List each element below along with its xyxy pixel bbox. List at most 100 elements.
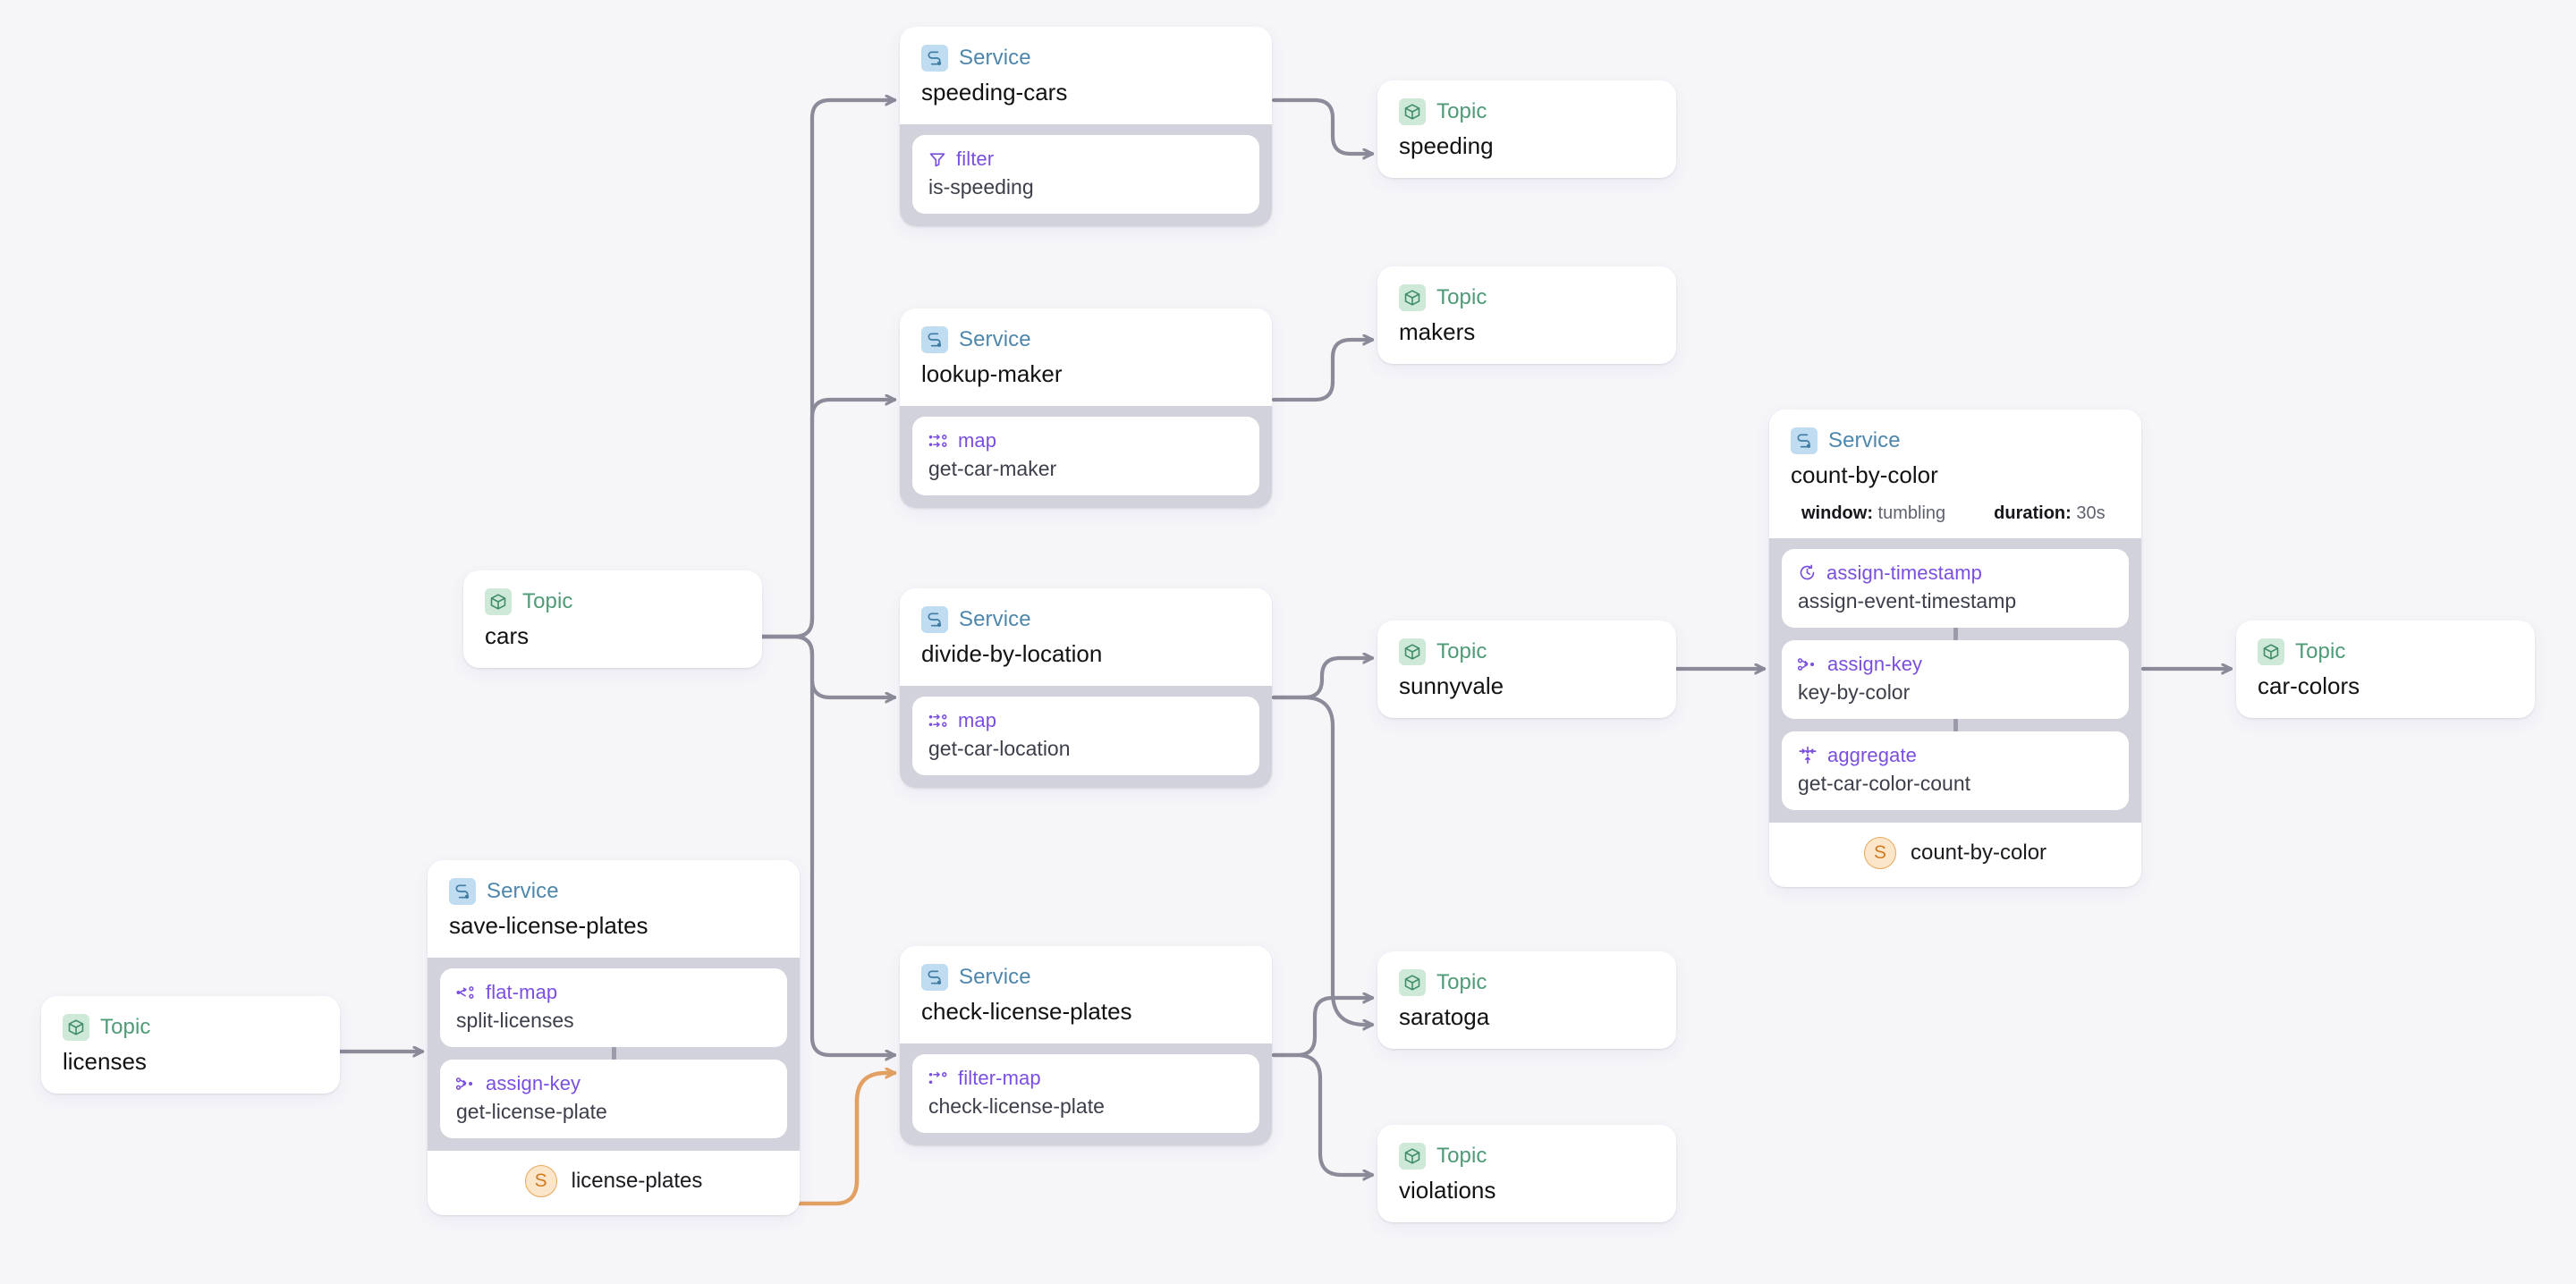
operator-kind: map xyxy=(958,708,997,731)
operator-name: assign-event-timestamp xyxy=(1798,588,2017,612)
operator-kind: map xyxy=(958,428,997,452)
node-kind-row: Service xyxy=(921,964,1250,991)
duration-meta: duration: 30s xyxy=(1994,503,2105,524)
operator-kind: aggregate xyxy=(1827,743,1917,766)
node-kind-label: Topic xyxy=(1436,639,1487,663)
node-name: cars xyxy=(485,622,530,649)
operator-item[interactable]: filter is-speeding xyxy=(912,134,1259,214)
node-kind-label: Topic xyxy=(1436,285,1487,309)
node-save-license-plates[interactable]: Service save-license-plates flat-map xyxy=(428,860,800,1215)
node-header: Topic car-colors xyxy=(2236,621,2535,718)
node-header: Topic licenses xyxy=(41,996,340,1094)
operator-item[interactable]: map get-car-maker xyxy=(912,416,1259,495)
operator-name: key-by-color xyxy=(1798,680,1911,704)
node-name: check-license-plates xyxy=(921,998,1132,1025)
node-check-license-plates[interactable]: Service check-license-plates filter-map xyxy=(900,946,1272,1145)
operator-kind: assign-key xyxy=(1827,652,1923,675)
node-kind-label: Topic xyxy=(1436,99,1487,123)
node-kind-label: Service xyxy=(959,607,1031,631)
node-kind-label: Service xyxy=(487,879,559,903)
service-icon xyxy=(921,964,948,991)
node-kind-row: Topic xyxy=(2258,638,2513,665)
node-name: speeding-cars xyxy=(921,79,1068,106)
service-icon xyxy=(449,878,476,905)
node-name: count-by-color xyxy=(1791,461,1938,488)
operator-item[interactable]: map get-car-location xyxy=(912,696,1259,775)
node-name: violations xyxy=(1399,1177,1496,1204)
node-speeding[interactable]: Topic speeding xyxy=(1377,80,1676,178)
node-kind-row: Topic xyxy=(1399,1143,1655,1170)
operator-name: get-car-maker xyxy=(928,456,1057,480)
node-kind-row: Topic xyxy=(1399,969,1655,996)
edge-divide-to-sunnyvale xyxy=(1271,658,1375,700)
node-saratoga[interactable]: Topic saratoga xyxy=(1377,951,1676,1049)
node-kind-row: Service xyxy=(921,326,1250,353)
node-licenses[interactable]: Topic licenses xyxy=(41,996,340,1094)
node-name: saratoga xyxy=(1399,1003,1490,1030)
operator-name: check-license-plate xyxy=(928,1094,1105,1118)
node-cars[interactable]: Topic cars xyxy=(463,570,762,668)
operator-item[interactable]: assign-key get-license-plate xyxy=(440,1059,787,1138)
edge-lookup-maker-to-makers xyxy=(1271,340,1375,402)
node-violations[interactable]: Topic violations xyxy=(1377,1125,1676,1222)
operator-item[interactable]: assign-timestamp assign-event-timestamp xyxy=(1782,548,2129,628)
operator-section: flat-map split-licenses assign-key xyxy=(428,957,800,1151)
service-icon xyxy=(921,45,948,72)
node-count-by-color[interactable]: Service count-by-color window: tumbling … xyxy=(1769,410,2141,887)
node-header: Service save-license-plates xyxy=(428,860,800,958)
edge-license-plates-state-to-check-license-plates xyxy=(797,1073,897,1206)
operator-name: split-licenses xyxy=(456,1008,574,1032)
node-kind-row: Topic xyxy=(1399,284,1655,311)
edge-cars-to-lookup-maker xyxy=(759,400,897,639)
state-footer[interactable]: S license-plates xyxy=(428,1150,800,1215)
node-car-colors[interactable]: Topic car-colors xyxy=(2236,621,2535,718)
node-header: Service lookup-maker xyxy=(900,308,1272,406)
node-kind-label: Topic xyxy=(100,1015,151,1039)
service-icon xyxy=(921,606,948,633)
operator-name: is-speeding xyxy=(928,174,1034,199)
operator-item[interactable]: aggregate get-car-color-count xyxy=(1782,731,2129,810)
node-kind-label: Service xyxy=(1828,428,1901,452)
state-badge: S xyxy=(1863,836,1896,869)
node-divide-by-location[interactable]: Service divide-by-location map get-car-l… xyxy=(900,588,1272,788)
node-header: Topic saratoga xyxy=(1377,951,1676,1049)
edge-check-to-violations xyxy=(1271,1052,1375,1175)
node-kind-row: Service xyxy=(449,878,778,905)
node-speeding-cars[interactable]: Service speeding-cars filter is-speeding xyxy=(900,27,1272,226)
service-icon xyxy=(921,326,948,353)
node-header: Service speeding-cars xyxy=(900,27,1272,124)
topic-icon xyxy=(1399,284,1426,311)
operator-connector xyxy=(1953,627,1958,640)
operator-section: filter-map check-license-plate xyxy=(900,1043,1272,1145)
node-kind-label: Topic xyxy=(2295,639,2346,663)
duration-meta-value: 30s xyxy=(2076,503,2106,523)
operator-item[interactable]: filter-map check-license-plate xyxy=(912,1053,1259,1133)
state-name: count-by-color xyxy=(1910,840,2047,865)
assign-key-icon xyxy=(1798,655,1818,673)
node-makers[interactable]: Topic makers xyxy=(1377,266,1676,364)
node-kind-row: Topic xyxy=(485,588,741,615)
node-kind-label: Topic xyxy=(522,589,573,613)
map-icon xyxy=(928,712,948,730)
state-badge: S xyxy=(524,1164,557,1197)
operator-name: get-license-plate xyxy=(456,1099,607,1123)
operator-name: get-car-color-count xyxy=(1798,771,1971,795)
node-kind-row: Topic xyxy=(1399,98,1655,125)
node-sunnyvale[interactable]: Topic sunnyvale xyxy=(1377,621,1676,718)
node-kind-label: Service xyxy=(959,327,1031,351)
edge-speeding-cars-to-speeding xyxy=(1271,97,1375,154)
operator-item[interactable]: flat-map split-licenses xyxy=(440,967,787,1047)
window-meta: window: tumbling xyxy=(1801,503,1945,524)
node-lookup-maker[interactable]: Service lookup-maker map get-car-maker xyxy=(900,308,1272,508)
node-kind-row: Service xyxy=(921,45,1250,72)
aggregate-icon xyxy=(1798,746,1818,764)
node-header: Service divide-by-location xyxy=(900,588,1272,686)
operator-connector xyxy=(611,1046,616,1060)
operator-section: assign-timestamp assign-event-timestamp xyxy=(1769,537,2141,823)
operator-item[interactable]: assign-key key-by-color xyxy=(1782,639,2129,719)
node-header: Topic violations xyxy=(1377,1125,1676,1222)
topic-icon xyxy=(1399,98,1426,125)
state-footer[interactable]: S count-by-color xyxy=(1769,822,2141,887)
